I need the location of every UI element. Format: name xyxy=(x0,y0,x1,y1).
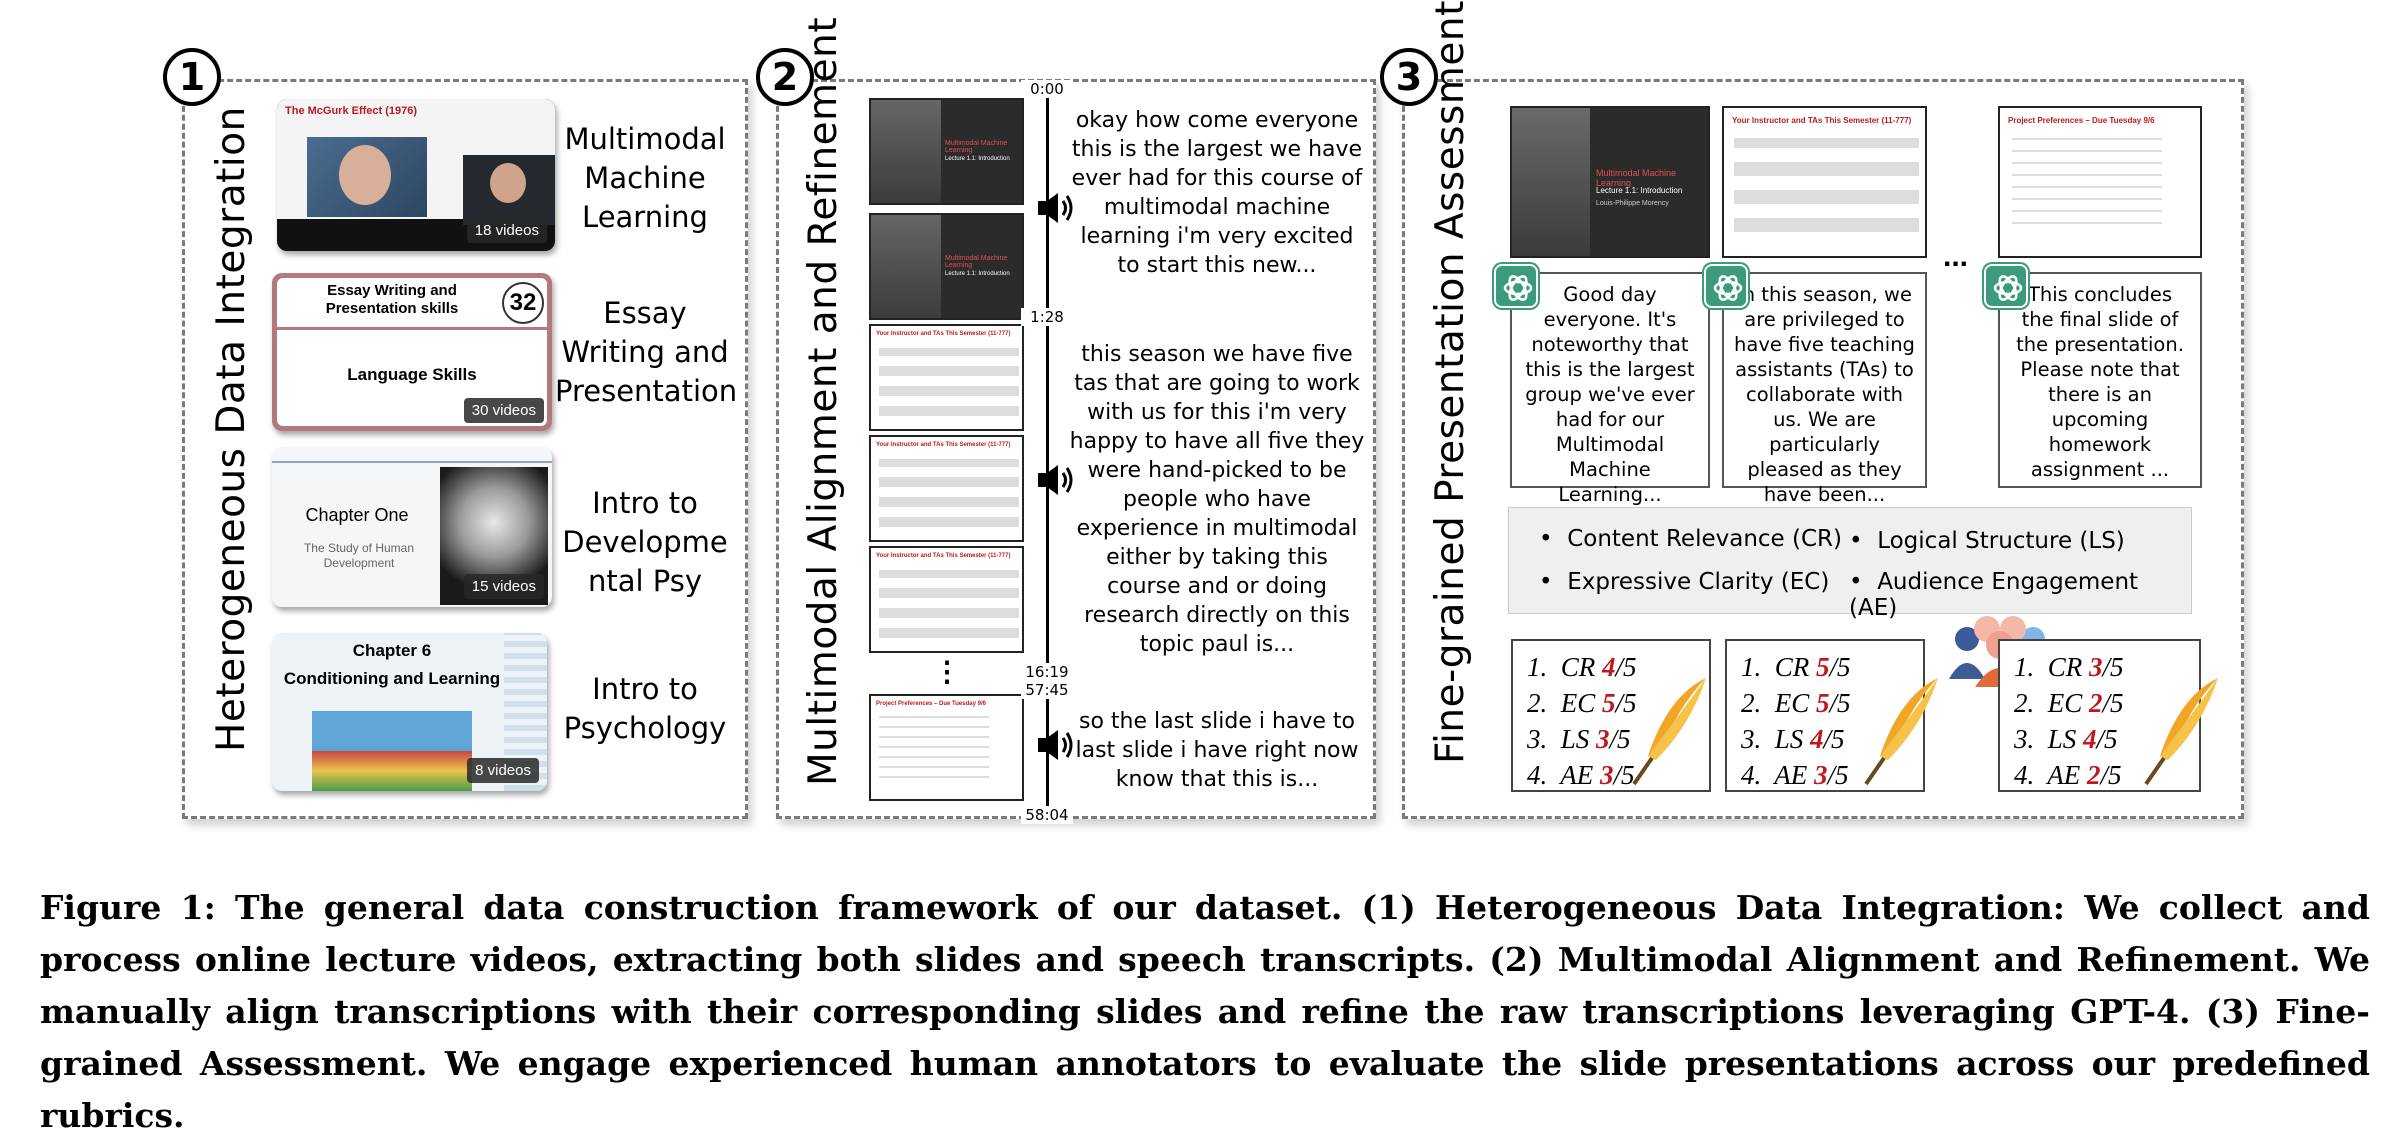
assessed-slide-intro: Multimodal Machine Learning Lecture 1.1:… xyxy=(1510,106,1710,258)
rubric-item: • Audience Engagement (AE) xyxy=(1849,569,2139,621)
gpt-icon xyxy=(1984,264,2028,308)
blocks-photo xyxy=(312,711,472,791)
step-badge-3: 3 xyxy=(1380,48,1438,106)
assessed-slide-preferences: Project Preferences – Due Tuesday 9/6 xyxy=(1998,106,2202,258)
slide-tas: Your Instructor and TAs This Semester (1… xyxy=(869,546,1024,653)
step-badge-2: 2 xyxy=(756,48,814,106)
score-row: 1. CR 4/5 xyxy=(1527,652,1637,682)
course-thumbnail-psych: Chapter 6 Conditioning and Learning 8 vi… xyxy=(272,633,547,791)
timestamp: 57:45 xyxy=(1021,681,1073,699)
timestamp: 58:04 xyxy=(1021,806,1073,824)
course-thumbnail-devpsy: Chapter One The Study of Human Developme… xyxy=(272,447,552,607)
transcript-segment: so the last slide i have to last slide i… xyxy=(1075,709,1359,792)
slide-intro: Multimodal Machine Learning Lecture 1.1:… xyxy=(869,213,1024,320)
score-row: 3. LS 4/5 xyxy=(2014,724,2118,754)
panel2-title: Multimodal Alignment and Refinement xyxy=(801,16,846,786)
quill-icon xyxy=(1864,678,1938,786)
panel1-title: Heterogeneous Data Integration xyxy=(209,106,254,752)
thumb-title: Chapter 6 xyxy=(352,641,432,660)
video-count: 30 videos xyxy=(463,398,544,423)
timestamp: 0:00 xyxy=(1021,80,1073,98)
rubric-item: • Content Relevance (CR) xyxy=(1539,526,1843,552)
score-row: 4. AE 2/5 xyxy=(2014,760,2122,790)
assessed-slide-tas: Your Instructor and TAs This Semester (1… xyxy=(1722,106,1927,258)
thumb-title: Chapter One xyxy=(305,505,409,525)
speaker-icon xyxy=(1038,730,1073,760)
speaker-icon xyxy=(1038,465,1073,495)
course-thumbnail-essay: Essay Writing and Presentation skills 32… xyxy=(272,273,552,431)
rubric-box: • Content Relevance (CR) • Logical Struc… xyxy=(1508,507,2192,621)
slide-preferences: Project Preferences – Due Tuesday 9/6 xyxy=(869,694,1024,801)
thumb-subtitle: The Study of Human Development xyxy=(303,541,415,570)
video-count: 18 videos xyxy=(466,218,547,243)
transcript-segment: this season we have five tas that are go… xyxy=(1069,342,1365,657)
score-row: 2. EC 5/5 xyxy=(1527,688,1637,718)
quill-icon xyxy=(1632,678,1706,786)
score-card: 1. CR 5/5 2. EC 5/5 3. LS 4/5 4. AE 3/5 xyxy=(1725,639,1925,792)
timestamp: 16:19 xyxy=(1021,663,1073,681)
thumb-title: Essay Writing and Presentation skills xyxy=(325,282,459,317)
score-row: 1. CR 3/5 xyxy=(2014,652,2124,682)
gpt-icon xyxy=(1494,264,1538,308)
thumb-subtitle: Language Skills xyxy=(347,365,477,384)
video-count: 8 videos xyxy=(467,758,539,783)
step-badge-1: 1 xyxy=(163,48,221,106)
refined-transcript-card: In this season, we are privileged to hav… xyxy=(1722,272,1927,506)
score-card: 1. CR 3/5 2. EC 2/5 3. LS 4/5 4. AE 2/5 xyxy=(1998,639,2201,792)
score-row: 2. EC 5/5 xyxy=(1741,688,1851,718)
refined-transcript-card: Good day everyone. It's noteworthy that … xyxy=(1510,272,1710,506)
assessment-ellipsis: ... xyxy=(1943,240,1969,273)
score-row: 2. EC 2/5 xyxy=(2014,688,2124,718)
rubric-item: • Expressive Clarity (EC) xyxy=(1539,569,1830,595)
slides-ellipsis: ⋮ xyxy=(933,656,961,687)
playlist-count: 32 xyxy=(502,282,544,324)
speaker-icon xyxy=(1038,193,1073,223)
score-row: 4. AE 3/5 xyxy=(1741,760,1849,790)
score-row: 3. LS 4/5 xyxy=(1741,724,1845,754)
score-row: 3. LS 3/5 xyxy=(1527,724,1631,754)
thumb-subtitle: Conditioning and Learning xyxy=(283,669,501,688)
panel3-title: Fine-grained Presentation Assessment xyxy=(1428,0,1473,764)
score-row: 1. CR 5/5 xyxy=(1741,652,1851,682)
video-count: 15 videos xyxy=(463,574,544,599)
transcript-segment: okay how come everyone this is the large… xyxy=(1071,108,1363,278)
figure-caption: Figure 1: The general data construction … xyxy=(40,888,2370,1135)
refined-transcript-card: This concludes the final slide of the pr… xyxy=(1998,272,2202,488)
timestamp: 1:28 xyxy=(1021,308,1073,326)
rubric-item: • Logical Structure (LS) xyxy=(1849,528,2125,554)
score-row: 4. AE 3/5 xyxy=(1527,760,1635,790)
thumb-title: The McGurk Effect (1976) xyxy=(285,105,418,117)
timeline-axis xyxy=(1046,92,1049,812)
gpt-icon xyxy=(1704,264,1748,308)
slide-tas: Your Instructor and TAs This Semester (1… xyxy=(869,435,1024,542)
course-thumbnail-mml: The McGurk Effect (1976) 18 videos xyxy=(277,99,555,251)
quill-icon xyxy=(2144,678,2218,786)
slide-tas: Your Instructor and TAs This Semester (1… xyxy=(869,324,1024,431)
slide-intro: Multimodal Machine Learning Lecture 1.1:… xyxy=(869,98,1024,205)
